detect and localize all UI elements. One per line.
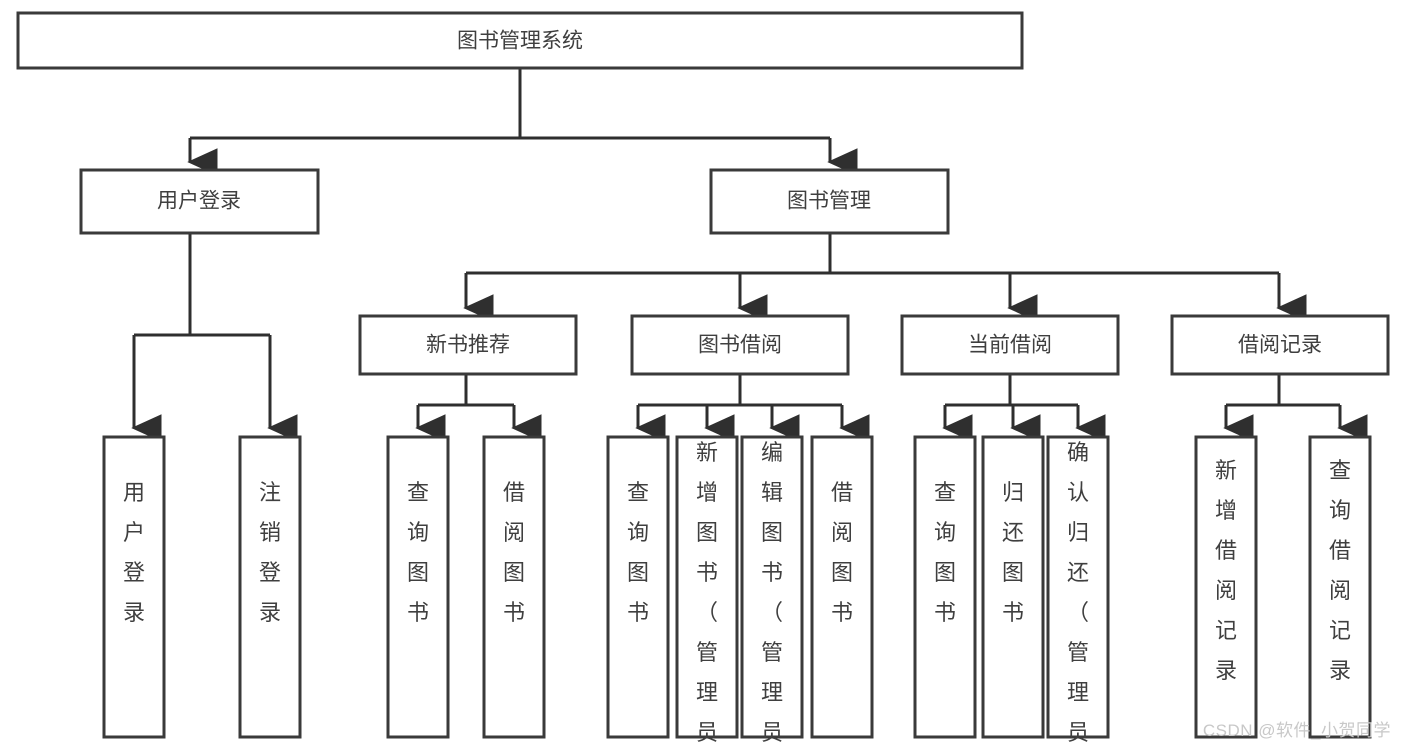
node-leaf-borrow-book-1[interactable]: 借阅图书 [482,435,546,739]
borrow-record-label: 借阅记录 [1238,334,1322,357]
book-borrow-box[interactable] [630,314,850,376]
book-manage-box[interactable] [709,168,950,235]
node-leaf-user-logout[interactable]: 注销登录 [238,435,302,739]
leaf-borrow-book-2-box[interactable] [810,435,874,739]
leaf-add-record-label: 新增借阅记录 [1215,458,1237,683]
node-leaf-add-record[interactable]: 新增借阅记录 [1194,435,1258,739]
leaf-borrow-book-1-label: 借阅图书 [503,480,525,625]
root-box[interactable] [16,11,1024,70]
leaf-user-logout-box[interactable] [238,435,302,739]
node-leaf-user-login[interactable]: 用户登录 [102,435,166,739]
user-login-label: 用户登录 [157,190,241,213]
leaf-query-book-2-label: 查询图书 [627,480,649,625]
node-user-login[interactable]: 用户登录 [79,168,320,235]
leaf-confirm-return-box[interactable] [1046,435,1110,739]
leaf-add-record-box[interactable] [1194,435,1258,739]
new-book-recommend-box[interactable] [358,314,578,376]
node-root[interactable]: 图书管理系统 [16,11,1024,70]
new-book-recommend-label: 新书推荐 [426,334,510,357]
leaf-query-record-box[interactable] [1308,435,1372,739]
node-leaf-edit-book[interactable]: 编辑图书（管理员） [740,435,804,747]
leaf-user-login-label: 用户登录 [123,480,145,625]
node-leaf-return-book[interactable]: 归还图书 [981,435,1045,739]
leaf-edit-book-box[interactable] [740,435,804,739]
leaf-query-book-2-box[interactable] [606,435,670,739]
leaf-add-book-label: 新增图书（管理员） [696,440,718,747]
node-borrow-record[interactable]: 借阅记录 [1170,314,1390,376]
node-new-book-recommend[interactable]: 新书推荐 [358,314,578,376]
leaf-user-login-box[interactable] [102,435,166,739]
leaf-query-book-1-label: 查询图书 [407,480,429,625]
node-leaf-query-book-2[interactable]: 查询图书 [606,435,670,739]
leaf-query-record-label: 查询借阅记录 [1329,458,1351,683]
leaf-borrow-book-2-label: 借阅图书 [831,480,853,625]
node-leaf-borrow-book-2[interactable]: 借阅图书 [810,435,874,739]
node-book-manage[interactable]: 图书管理 [709,168,950,235]
node-leaf-query-record[interactable]: 查询借阅记录 [1308,435,1372,739]
leaf-edit-book-label: 编辑图书（管理员） [761,440,783,747]
leaf-return-book-label: 归还图书 [1002,480,1024,625]
leaf-query-book-1-box[interactable] [386,435,450,739]
leaf-query-book-3-label: 查询图书 [934,480,956,625]
node-leaf-query-book-1[interactable]: 查询图书 [386,435,450,739]
leaf-borrow-book-1-box[interactable] [482,435,546,739]
leaf-return-book-box[interactable] [981,435,1045,739]
borrow-record-box[interactable] [1170,314,1390,376]
node-current-borrow[interactable]: 当前借阅 [900,314,1120,376]
leaf-add-book-box[interactable] [675,435,739,739]
node-leaf-confirm-return[interactable]: 确认归还（管理员） [1046,435,1110,747]
current-borrow-box[interactable] [900,314,1120,376]
leaf-nodes-layer: 用户登录 注销登录 查询图书 借阅图书 查询图书 新增图书（管理员） [102,435,1372,747]
book-manage-label: 图书管理 [787,190,871,213]
book-borrow-label: 图书借阅 [698,334,782,357]
node-leaf-add-book[interactable]: 新增图书（管理员） [675,435,739,747]
leaf-user-logout-label: 注销登录 [259,480,281,625]
edges-layer [131,68,1368,442]
leaf-confirm-return-label: 确认归还（管理员） [1067,440,1089,747]
current-borrow-label: 当前借阅 [968,334,1052,357]
user-login-box[interactable] [79,168,320,235]
node-leaf-query-book-3[interactable]: 查询图书 [913,435,977,739]
root-label: 图书管理系统 [457,30,583,53]
leaf-query-book-3-box[interactable] [913,435,977,739]
node-book-borrow[interactable]: 图书借阅 [630,314,850,376]
